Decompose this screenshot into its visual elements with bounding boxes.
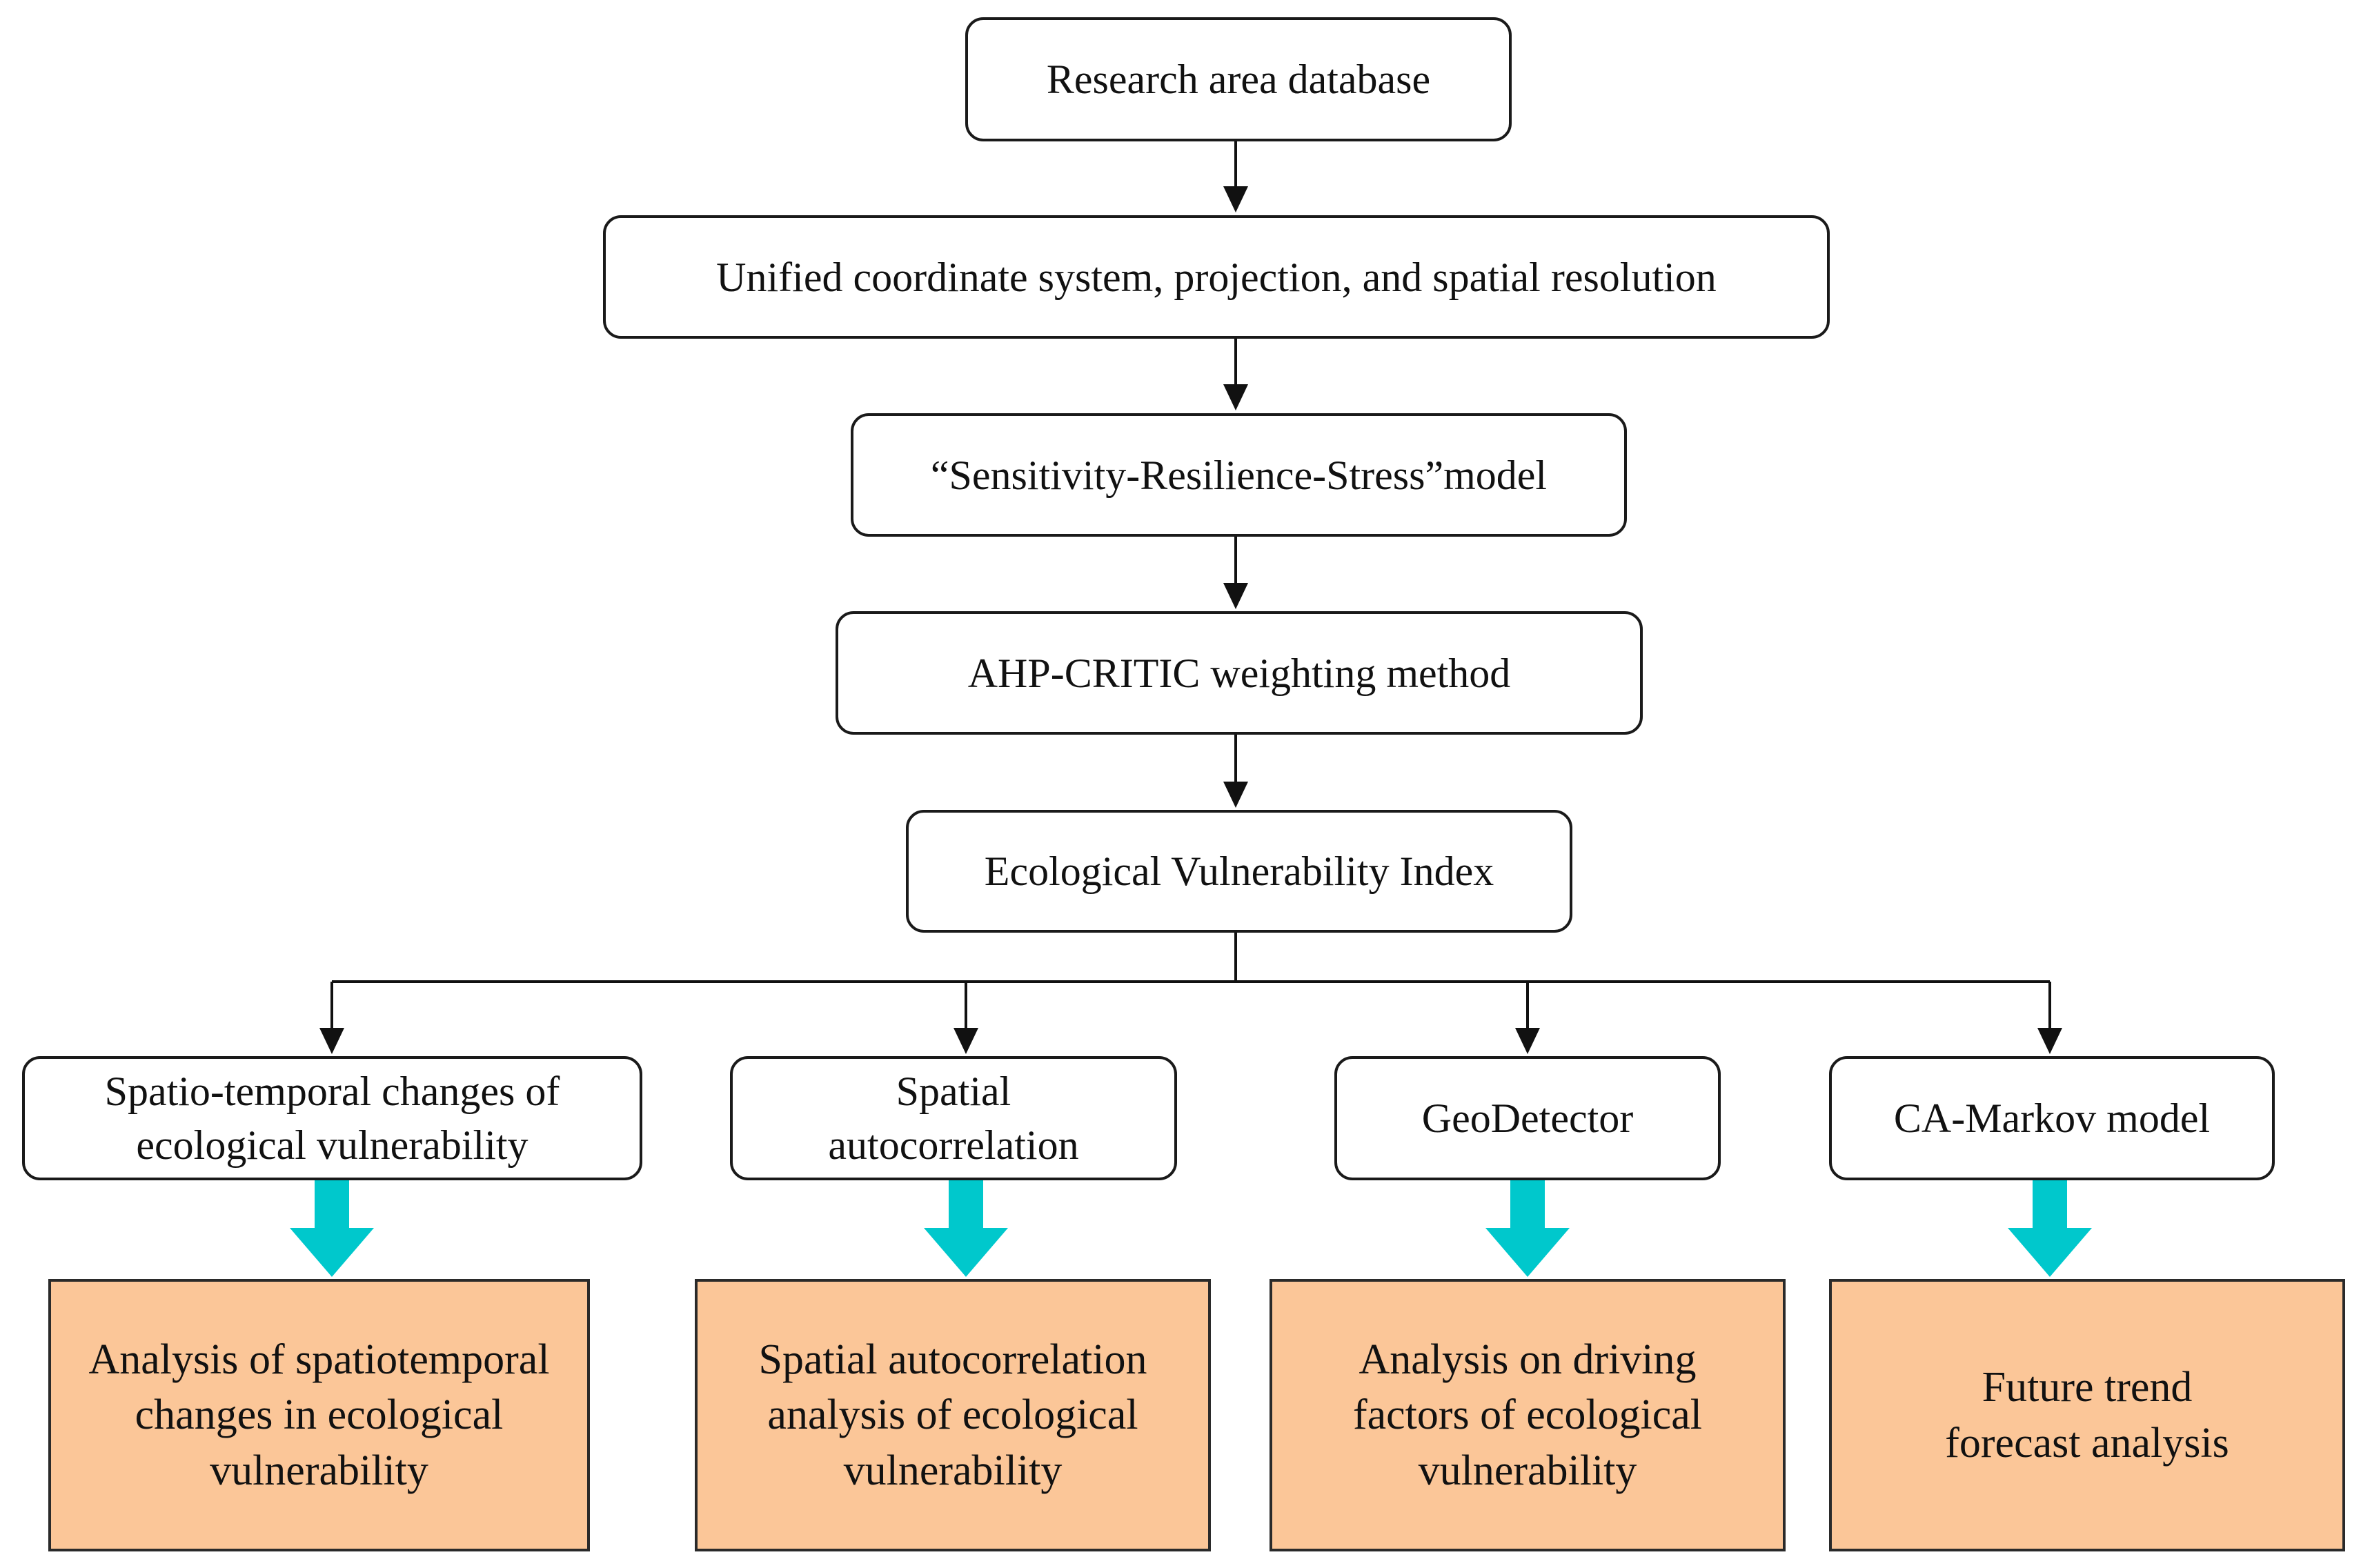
node-label: GeoDetector: [1421, 1095, 1634, 1141]
method-spatial-autocorrelation-node: Spatial autocorrelation: [730, 1056, 1177, 1180]
node-label: Unified coordinate system, projection, a…: [716, 254, 1717, 300]
result-future-trend-node: Future trend forecast analysis: [1829, 1279, 2345, 1551]
big-arrow-4: [2008, 1180, 2092, 1277]
unified-coordinate-node: Unified coordinate system, projection, a…: [603, 215, 1830, 339]
result-driving-factors-node: Analysis on driving factors of ecologica…: [1270, 1279, 1786, 1551]
node-label: Spatio-temporal changes of ecological vu…: [104, 1069, 560, 1168]
ahp-critic-node: AHP-CRITIC weighting method: [836, 611, 1643, 735]
ecological-vulnerability-index-node: Ecological Vulnerability Index: [906, 810, 1572, 933]
node-label: Ecological Vulnerability Index: [984, 848, 1494, 894]
arrowhead: [1223, 384, 1248, 410]
big-arrow-2: [924, 1180, 1008, 1277]
arrowhead: [1515, 1028, 1540, 1054]
arrowhead: [1223, 782, 1248, 808]
arrowhead: [1223, 583, 1248, 609]
method-geodetector-node: GeoDetector: [1334, 1056, 1721, 1180]
arrowhead: [1223, 186, 1248, 212]
method-ca-markov-node: CA-Markov model: [1829, 1056, 2275, 1180]
node-label: Analysis on driving factors of ecologica…: [1352, 1336, 1703, 1494]
result-spatial-autocorrelation-node: Spatial autocorrelation analysis of ecol…: [695, 1279, 1211, 1551]
node-label: Spatial autocorrelation: [828, 1069, 1079, 1168]
big-arrow-3: [1485, 1180, 1570, 1277]
node-label: CA-Markov model: [1893, 1095, 2211, 1141]
node-label: Research area database: [1046, 57, 1431, 102]
big-arrow-1: [290, 1180, 374, 1277]
method-spatiotemporal-node: Spatio-temporal changes of ecological vu…: [22, 1056, 642, 1180]
result-spatiotemporal-node: Analysis of spatiotemporal changes in ec…: [48, 1279, 590, 1551]
arrowhead: [2037, 1028, 2062, 1054]
research-area-database-node: Research area database: [965, 17, 1512, 141]
srs-model-node: “Sensitivity-Resilience-Stress”model: [851, 413, 1627, 537]
node-label: Analysis of spatiotemporal changes in ec…: [88, 1336, 550, 1494]
node-label: Spatial autocorrelation analysis of ecol…: [758, 1336, 1147, 1494]
node-label: AHP-CRITIC weighting method: [967, 650, 1511, 696]
node-label: “Sensitivity-Resilience-Stress”model: [930, 452, 1548, 498]
arrowhead: [954, 1028, 978, 1054]
node-label: Future trend forecast analysis: [1945, 1363, 2229, 1467]
arrowhead: [319, 1028, 344, 1054]
